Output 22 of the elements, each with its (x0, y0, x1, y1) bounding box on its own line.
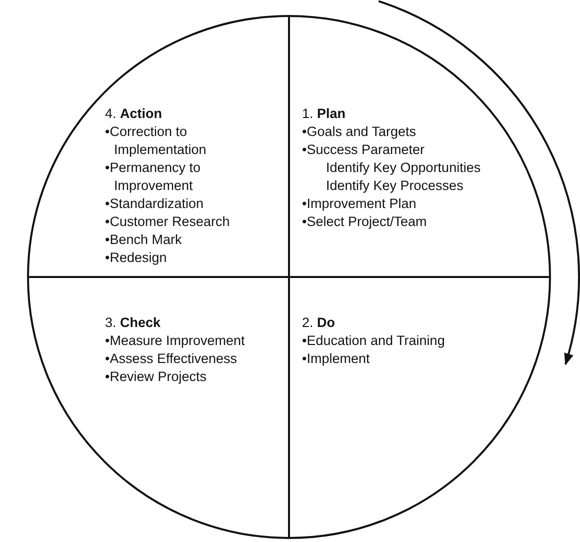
list-item: •Review Projects (105, 368, 207, 386)
phase-heading: 1. Plan (302, 105, 346, 123)
list-item: •Education and Training (302, 332, 445, 350)
list-item: •Standardization (105, 195, 204, 213)
list-item: •Customer Research (105, 213, 230, 231)
list-item: Identify Key Opportunities (326, 159, 481, 177)
list-item: Identify Key Processes (326, 177, 464, 195)
list-item: •Select Project/Team (302, 213, 427, 231)
list-item: •Redesign (105, 249, 167, 267)
list-item: •Improvement Plan (302, 195, 416, 213)
phase-heading: 3. Check (105, 314, 161, 332)
cycle-circle (27, 15, 551, 539)
list-item: •Implement (302, 350, 370, 368)
list-item: •Measure Improvement (105, 332, 245, 350)
list-item: •Goals and Targets (302, 123, 416, 141)
phase-heading: 2. Do (302, 314, 336, 332)
phase-heading: 4. Action (105, 105, 162, 123)
list-item: •Permanency to Improvement (105, 159, 202, 195)
list-item: •Bench Mark (105, 231, 182, 249)
list-item: •Correction to Implementation (105, 123, 208, 159)
list-item: •Success Parameter (302, 141, 425, 159)
list-item: •Assess Effectiveness (105, 350, 238, 368)
